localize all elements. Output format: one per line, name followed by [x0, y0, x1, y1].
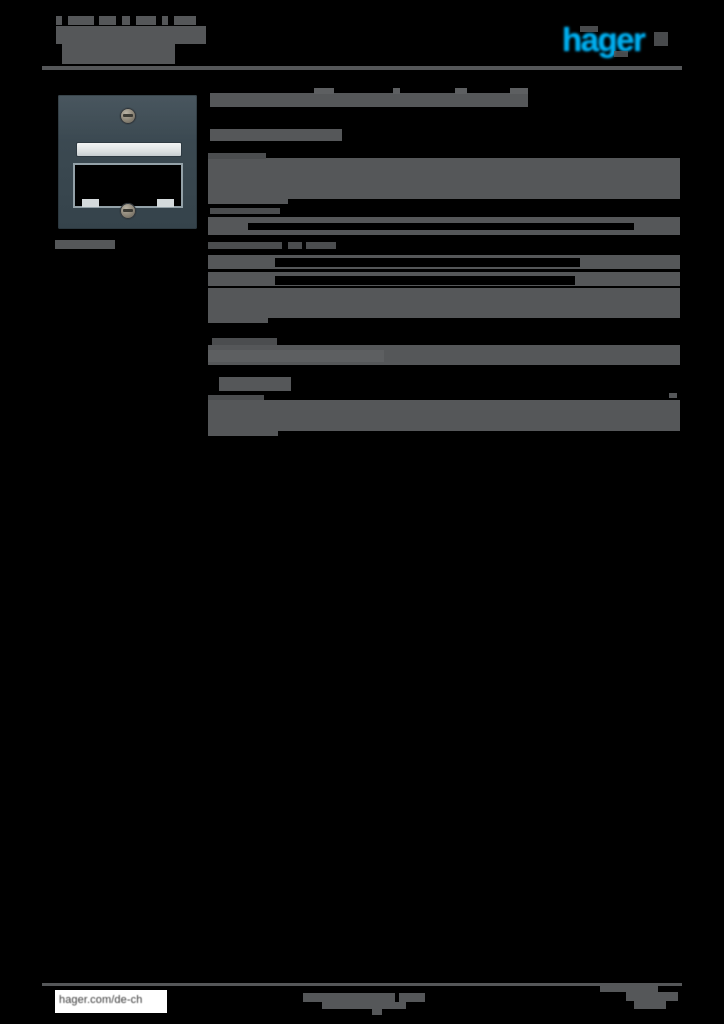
aperture-clip-right	[157, 199, 174, 207]
spec-group-two-row-1-gap	[275, 258, 580, 267]
spec-group-five-label	[208, 395, 264, 402]
product-heading-cap-b	[393, 88, 400, 94]
intro-paragraph-label	[208, 153, 266, 159]
header-title-line-1-g	[174, 16, 196, 25]
logo-smudge-top	[580, 26, 598, 32]
footer-page-number-b	[626, 992, 678, 1001]
header-divider	[42, 66, 682, 70]
spec-group-two-row-3-tail	[208, 318, 268, 323]
footer-url-link[interactable]: hager.com/de-ch	[55, 990, 167, 1013]
spec-group-four-label	[219, 377, 291, 391]
product-image	[55, 92, 200, 232]
spec-group-two-row-1-value	[594, 258, 676, 267]
footer-center-text-line-1-b	[399, 993, 425, 1002]
header-title-line-1-f	[162, 16, 168, 25]
product-heading-cap-p	[455, 88, 467, 94]
spec-group-five-block	[208, 400, 680, 431]
header-title-line-1	[56, 16, 62, 25]
spec-group-one-value	[644, 222, 674, 231]
product-heading-cap-q	[510, 88, 522, 94]
spec-group-three-label	[212, 338, 277, 345]
product-heading-cap-k	[395, 88, 396, 94]
footer-divider	[42, 983, 682, 986]
aperture-clip-left	[82, 199, 99, 207]
intro-paragraph-tail	[208, 199, 288, 204]
spec-group-five-tail	[208, 431, 278, 436]
product-subheading	[210, 129, 342, 141]
footer-page-number-c	[634, 1001, 666, 1009]
brand-logo-text: hager	[562, 21, 646, 58]
header-title-line-2	[56, 26, 206, 44]
header-title-line-3	[62, 44, 175, 64]
figure-caption	[55, 240, 115, 249]
spec-group-two-label-c	[306, 242, 336, 249]
product-heading-cap-a	[314, 88, 334, 94]
footer-center-text-line-2	[322, 1002, 406, 1009]
header-title-line-1-e	[136, 16, 156, 25]
product-heading	[210, 93, 528, 107]
label-window	[77, 143, 181, 156]
footer-page-number	[600, 985, 658, 992]
footer-center-text-line-1	[303, 993, 395, 1002]
spec-group-five-marker	[669, 393, 677, 398]
logo-smudge-bottom	[614, 51, 628, 57]
footer-url-text: hager.com/de-ch	[59, 994, 143, 1006]
header-title-line-1-c	[99, 16, 116, 25]
logo-smudge-right	[654, 32, 668, 46]
intro-paragraph-block	[208, 158, 680, 199]
spec-group-one-label	[210, 208, 280, 214]
spec-group-one-gap	[248, 223, 634, 230]
brand-logo: hager	[562, 20, 682, 60]
footer-center-text-line-3	[372, 1009, 382, 1015]
header-title-line-1-d	[122, 16, 130, 25]
page-header: hager	[0, 0, 724, 80]
screw-bottom-icon	[119, 203, 136, 219]
spec-group-two-label-b	[288, 242, 302, 249]
spec-group-one-key	[211, 219, 219, 233]
header-title-line-1-b	[68, 16, 94, 25]
spec-group-three-highlight	[208, 350, 384, 362]
product-heading-cap-r	[518, 88, 528, 94]
spec-group-two-row-2-gap	[275, 276, 575, 285]
spec-group-two-label	[208, 242, 282, 249]
spec-group-two-row-3	[208, 288, 680, 318]
product-heading-cap-j	[394, 88, 395, 94]
screw-top-icon	[119, 108, 136, 124]
faceplate-body	[58, 95, 197, 229]
outlet-aperture	[73, 163, 183, 208]
